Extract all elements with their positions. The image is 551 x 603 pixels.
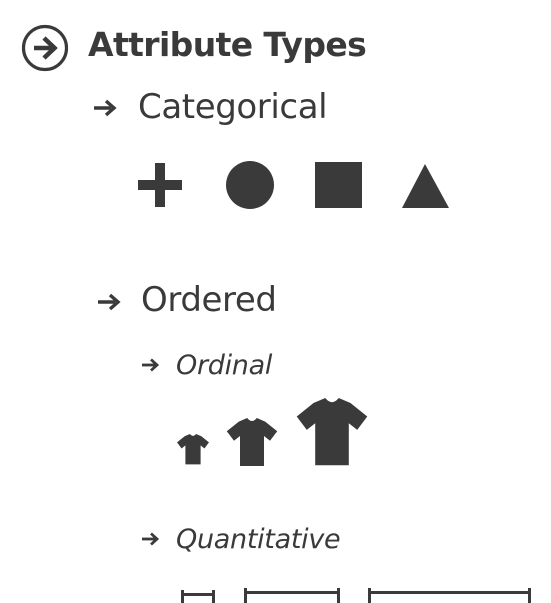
- categorical-glyphs: [136, 160, 456, 212]
- ordinal-tshirts: [170, 396, 382, 468]
- ordered-label: Ordered: [141, 280, 277, 320]
- small-tshirt-icon: [177, 434, 209, 465]
- categorical-arrow-icon: [94, 98, 120, 118]
- ordered-arrow-icon: [98, 292, 124, 312]
- ordinal-arrow-icon: [142, 357, 162, 373]
- short-range-bar: [181, 590, 215, 603]
- large-tshirt-icon: [296, 398, 368, 466]
- ordinal-label: Ordinal: [176, 350, 273, 381]
- plus-icon: [138, 163, 182, 207]
- page-title: Attribute Types: [88, 25, 367, 64]
- square-icon: [315, 162, 362, 208]
- quantitative-ranges: [178, 584, 538, 603]
- circle-icon: [226, 161, 274, 209]
- title-circled-arrow-icon: [20, 23, 70, 73]
- quantitative-arrow-icon: [142, 531, 162, 547]
- triangle-icon: [402, 164, 449, 208]
- long-range-bar: [368, 588, 531, 603]
- quantitative-label: Quantitative: [176, 524, 341, 555]
- medium-range-bar: [244, 588, 340, 603]
- categorical-label: Categorical: [138, 87, 328, 127]
- medium-tshirt-icon: [226, 418, 278, 466]
